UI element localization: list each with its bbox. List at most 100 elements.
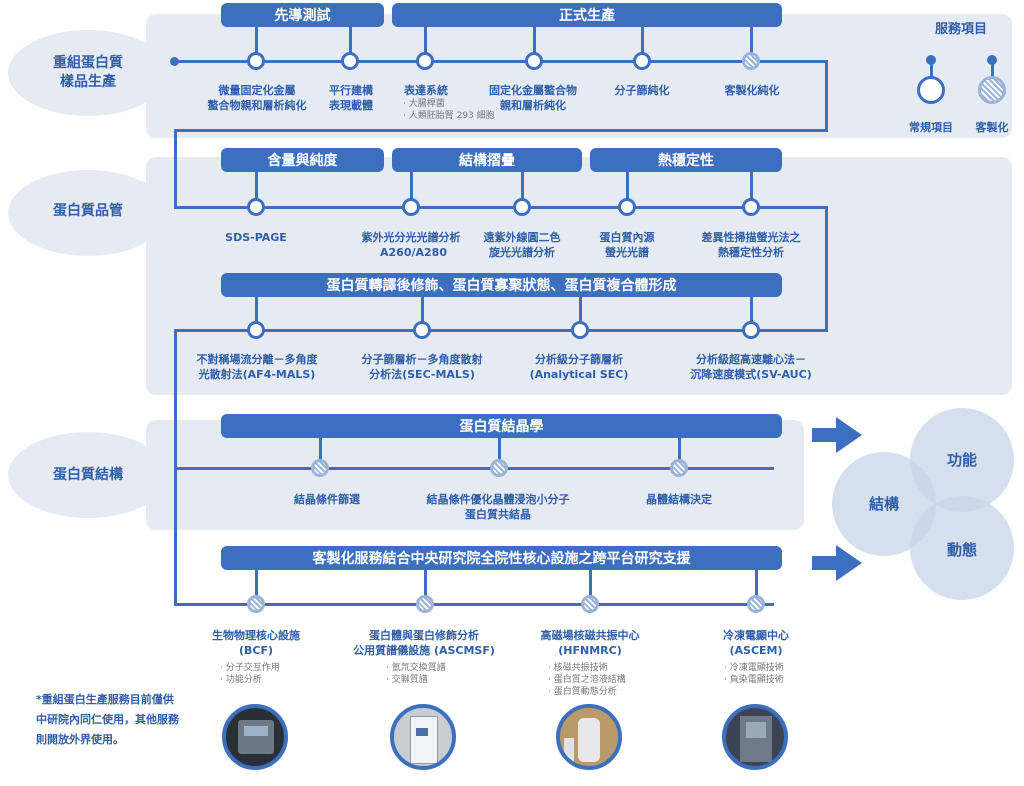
label-expression-system: 表達系統 — [404, 84, 448, 97]
arrow-to-outcomes-1 — [836, 417, 862, 453]
legend-custom-label: 客製化 — [975, 121, 1009, 134]
flow-line-ptm — [174, 329, 828, 332]
cryo-em-photo — [722, 704, 788, 770]
label-hfnmrc: 高磁場核磁共振中心 (HFNMRC) — [540, 629, 640, 657]
node-stem — [349, 27, 352, 53]
node-stem — [755, 570, 758, 596]
node-expression-system — [416, 52, 434, 70]
label-bcf: 生物物理核心設施 (BCF) — [212, 629, 300, 657]
outcome-function-label: 功能 — [946, 451, 977, 469]
flow-line-production — [174, 60, 828, 63]
node-stem — [589, 570, 592, 596]
flow-return-1 — [174, 129, 828, 132]
sub-ascmsf-2: · 交聯質譜 — [386, 675, 428, 685]
label-parallel-vector: 平行建構 表現載體 — [329, 84, 373, 112]
node-stem — [255, 297, 258, 322]
label-imac: 固定化金屬螯合物 親和層析純化 — [489, 84, 577, 112]
header-ptm: 蛋白質轉譯後修飾、蛋白質寡聚狀態、蛋白質複合體形成 — [221, 273, 782, 297]
node-stem — [750, 297, 753, 322]
node-stem — [626, 172, 629, 199]
structure-blob — [8, 432, 168, 518]
label-sec-mals: 分子篩層析－多角度散射 分析法(SEC-MALS) — [361, 353, 483, 381]
sub-hfnmrc-2: · 蛋白質之溶液結構 — [548, 675, 626, 685]
node-stem — [421, 297, 424, 322]
production-blob — [8, 30, 168, 116]
node-crystal-screening — [311, 459, 329, 477]
flow-connector-right-2 — [825, 206, 828, 332]
header-formal: 正式生產 — [392, 3, 782, 27]
header-fold: 結構摺疊 — [392, 148, 582, 172]
node-intrinsic-fluor — [618, 198, 636, 216]
node-stem — [424, 27, 427, 53]
label-af4-mals: 不對稱場流分離－多角度 光散射法(AF4-MALS) — [196, 353, 318, 381]
structure-band — [146, 420, 804, 530]
node-stem — [521, 172, 524, 199]
node-af4-mals — [247, 321, 265, 339]
label-crystal-screening: 結晶條件篩選 — [294, 493, 360, 506]
section-structure-label: 蛋白質結構 — [53, 467, 123, 483]
node-stem — [255, 570, 258, 596]
node-stem — [410, 172, 413, 199]
sub-bcf-1: · 分子交互作用 — [220, 663, 280, 673]
node-sec-mals — [413, 321, 431, 339]
mass-spec-photo — [390, 704, 456, 770]
sub-ecoli: · 大腸桿菌 — [403, 99, 445, 109]
section-production-label: 重組蛋白質 樣品生產 — [53, 55, 123, 90]
header-thermal: 熱穩定性 — [590, 148, 782, 172]
node-custom-purification — [742, 52, 760, 70]
node-crystal-optimization — [490, 459, 508, 477]
nmr-photo — [556, 704, 622, 770]
node-structure-determination — [670, 459, 688, 477]
legend-custom-stem — [991, 60, 994, 78]
legend-custom-knob — [987, 55, 997, 65]
flow-connector-right-1 — [825, 60, 828, 132]
node-hfnmrc — [581, 595, 599, 613]
label-structure-determination: 晶體結構決定 — [646, 493, 712, 506]
arrow-body-2 — [812, 556, 838, 570]
flow-line-facilities — [174, 603, 774, 606]
legend-regular-stem — [930, 60, 933, 78]
legend-regular-knob — [926, 55, 936, 65]
node-ascem — [747, 595, 765, 613]
node-cd-spectro — [513, 198, 531, 216]
legend-regular-icon — [917, 76, 945, 104]
node-parallel-vector — [341, 52, 359, 70]
node-stem — [498, 438, 501, 460]
sub-hfnmrc-1: · 核磁共振技術 — [548, 663, 608, 673]
label-uv-spectro: 紫外光分光光譜分析 — [361, 231, 461, 244]
node-stem — [319, 438, 322, 460]
node-stem — [678, 438, 681, 460]
legend-title: 服務項目 — [934, 22, 987, 37]
node-uv-spectro — [402, 198, 420, 216]
instrument-photo — [222, 704, 288, 770]
sub-ascem-2: · 負染電顯技術 — [724, 675, 784, 685]
sub-ascem-1: · 冷凍電顯技術 — [724, 663, 784, 673]
node-bcf — [247, 595, 265, 613]
node-sec-purification — [633, 52, 651, 70]
node-dsf — [742, 198, 760, 216]
node-ascmsf — [416, 595, 434, 613]
node-imac — [525, 52, 543, 70]
label-sds-page: SDS-PAGE — [225, 231, 287, 244]
node-stem — [641, 27, 644, 53]
node-stem — [255, 172, 258, 199]
flow-line-crystal — [174, 467, 774, 470]
node-stem — [424, 570, 427, 596]
node-sv-auc — [742, 321, 760, 339]
sub-hek293: · 人類胚胎腎 293 細胞 — [403, 111, 495, 121]
node-micro-imac — [247, 52, 265, 70]
node-stem — [750, 172, 753, 199]
outcome-dynamics-label: 動態 — [946, 541, 977, 559]
outcome-structure-label: 結構 — [868, 495, 899, 513]
sub-ascmsf-1: · 氫氘交換質譜 — [386, 663, 446, 673]
node-stem — [750, 27, 753, 53]
node-stem — [533, 27, 536, 53]
section-qc-label: 蛋白質品管 — [53, 203, 123, 219]
header-pilot: 先導測試 — [221, 3, 384, 27]
node-analytical-sec — [571, 321, 589, 339]
outcome-structure-circle — [832, 452, 936, 556]
footnote: *重組蛋白生產服務目前僅供中研院內同仁使用，其他服務則開放外界使用。 — [36, 693, 179, 746]
node-stem — [255, 27, 258, 53]
header-crystal: 蛋白質結晶學 — [221, 414, 782, 438]
flow-start-dot — [170, 57, 179, 66]
